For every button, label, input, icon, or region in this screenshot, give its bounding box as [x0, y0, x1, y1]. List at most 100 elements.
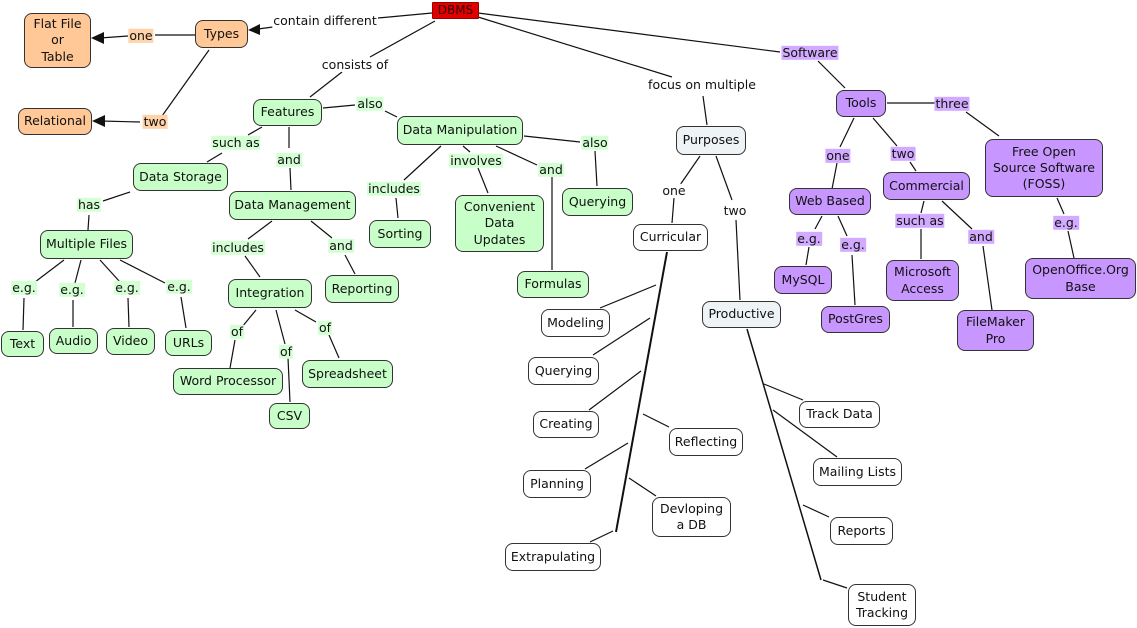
- line: [99, 35, 129, 39]
- link-label: Software: [781, 44, 839, 61]
- ms-access-node[interactable]: Microsoft Access: [886, 260, 959, 301]
- data-management-node[interactable]: Data Management: [229, 191, 356, 220]
- link-label: of: [317, 319, 333, 336]
- productive-node[interactable]: Productive: [702, 301, 781, 328]
- openoffice-node[interactable]: OpenOffice.Org Base: [1025, 258, 1136, 299]
- line: [941, 200, 973, 230]
- integration-node[interactable]: Integration: [228, 279, 312, 308]
- line: [477, 12, 781, 53]
- line: [589, 530, 614, 543]
- link-label: also: [356, 95, 384, 112]
- line: [872, 117, 898, 147]
- commercial-node[interactable]: Commercial: [883, 172, 970, 200]
- data-storage-node[interactable]: Data Storage: [133, 163, 228, 191]
- student-tracking-node[interactable]: Student Tracking: [848, 584, 916, 626]
- modeling-node[interactable]: Modeling: [541, 309, 610, 337]
- line: [982, 245, 993, 311]
- foss-node[interactable]: Free Open Source Software (FOSS): [985, 139, 1103, 197]
- reporting-node[interactable]: Reporting: [325, 275, 399, 303]
- link-label: consists of: [320, 56, 390, 73]
- multiple-files-node[interactable]: Multiple Files: [40, 230, 133, 259]
- mysql-node[interactable]: MySQL: [774, 266, 832, 294]
- link-label: e.g.: [1053, 214, 1079, 231]
- dbms-root-node[interactable]: DBMS: [432, 2, 479, 19]
- querying-dm-node[interactable]: Querying: [562, 188, 633, 216]
- web-based-node[interactable]: Web Based: [789, 188, 871, 215]
- line: [395, 197, 399, 219]
- line: [477, 16, 673, 78]
- link-label: e.g.: [59, 281, 85, 298]
- link-label: includes: [367, 180, 421, 197]
- line: [594, 150, 598, 187]
- planning-node[interactable]: Planning: [523, 470, 591, 498]
- postgres-node[interactable]: PostGres: [821, 306, 890, 333]
- purposes-node[interactable]: Purposes: [676, 126, 746, 155]
- track-data-node[interactable]: Track Data: [799, 401, 880, 428]
- word-processor-node[interactable]: Word Processor: [173, 368, 283, 395]
- reports-node[interactable]: Reports: [830, 517, 893, 545]
- curricular-node[interactable]: Curricular: [633, 224, 708, 251]
- link-label: and: [538, 161, 564, 178]
- link-label: one: [128, 27, 154, 44]
- flat-file-node[interactable]: Flat File or Table: [24, 13, 91, 68]
- line: [206, 152, 223, 163]
- line: [965, 111, 1000, 137]
- link-label: e.g.: [114, 279, 140, 296]
- convenient-updates-node[interactable]: Convenient Data Updates: [455, 195, 544, 252]
- line: [831, 162, 838, 190]
- creating-node[interactable]: Creating: [533, 411, 599, 438]
- line: [161, 49, 210, 117]
- arrowhead: [248, 24, 260, 35]
- line: [763, 383, 804, 401]
- link-label: of: [229, 323, 245, 340]
- text-node[interactable]: Text: [1, 331, 44, 357]
- link-label: such as: [895, 212, 945, 229]
- link-label: such as: [211, 134, 261, 151]
- line: [369, 20, 436, 58]
- line: [523, 135, 581, 143]
- spreadsheet-node[interactable]: Spreadsheet: [302, 360, 393, 388]
- line: [180, 296, 187, 329]
- line: [328, 334, 340, 359]
- line: [241, 309, 257, 328]
- urls-node[interactable]: URLs: [165, 330, 212, 356]
- link-label: and: [276, 151, 302, 168]
- line: [22, 297, 25, 331]
- extrapulating-node[interactable]: Extrapulating: [505, 543, 601, 571]
- line: [802, 504, 830, 518]
- sorting-node[interactable]: Sorting: [369, 220, 431, 248]
- line: [275, 309, 286, 345]
- link-label: e.g.: [840, 236, 866, 253]
- link-label: e.g.: [166, 278, 192, 295]
- line: [403, 145, 442, 181]
- features-node[interactable]: Features: [253, 99, 322, 126]
- line: [257, 26, 274, 30]
- line: [822, 579, 848, 589]
- csv-node[interactable]: CSV: [269, 403, 310, 429]
- link-label: has: [76, 196, 102, 213]
- line: [805, 246, 810, 266]
- line: [702, 95, 708, 126]
- line: [344, 254, 356, 275]
- line: [462, 145, 471, 153]
- line: [839, 117, 855, 148]
- line: [495, 145, 538, 166]
- types-node[interactable]: Types: [195, 20, 248, 48]
- filemaker-node[interactable]: FileMaker Pro: [957, 310, 1034, 351]
- querying-curricular-node[interactable]: Querying: [528, 357, 599, 385]
- audio-node[interactable]: Audio: [49, 328, 98, 354]
- link-label: contain different: [272, 12, 378, 29]
- line: [310, 220, 333, 239]
- reflecting-node[interactable]: Reflecting: [669, 428, 743, 456]
- data-manipulation-node[interactable]: Data Manipulation: [397, 116, 523, 145]
- line: [244, 255, 261, 278]
- line: [377, 12, 433, 19]
- video-node[interactable]: Video: [106, 328, 155, 355]
- line: [102, 191, 131, 202]
- mailing-lists-node[interactable]: Mailing Lists: [813, 458, 902, 486]
- developing-db-node[interactable]: Devloping a DB: [652, 497, 731, 537]
- line: [127, 297, 130, 328]
- relational-node[interactable]: Relational: [18, 108, 92, 135]
- formulas-node[interactable]: Formulas: [517, 271, 589, 298]
- tools-node[interactable]: Tools: [836, 90, 886, 117]
